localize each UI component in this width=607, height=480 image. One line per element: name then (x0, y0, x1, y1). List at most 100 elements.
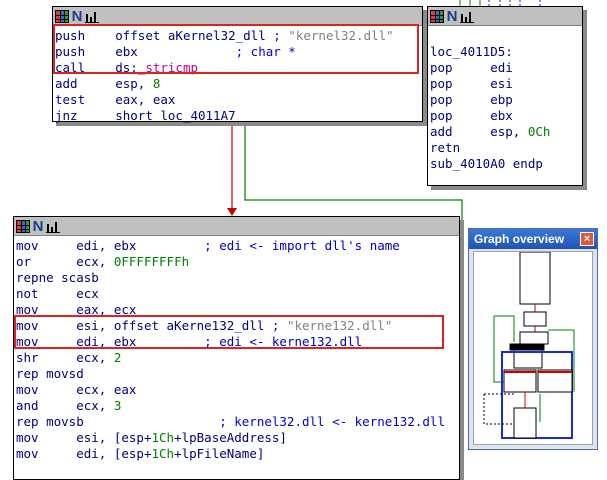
token-cmt: ; (264, 318, 287, 333)
chart-icon[interactable] (46, 219, 60, 233)
token-mn: rep movsb (16, 414, 84, 429)
block-header: N (14, 217, 459, 236)
token-op: ecx, eax (76, 382, 137, 397)
code-line[interactable]: mov esi, offset aKerne132_dll ; "kerne13… (16, 318, 459, 334)
grid-icon[interactable] (55, 9, 69, 23)
token-op: eax, eax (115, 92, 176, 107)
mini-node (513, 407, 537, 439)
token-mn: pop (430, 76, 491, 91)
code-line[interactable]: shr ecx, 2 (16, 350, 459, 366)
token-op: eax, ecx (76, 302, 137, 317)
code-line[interactable]: push ebx ; char * (55, 44, 422, 60)
code-line[interactable]: pop esi (430, 76, 582, 92)
graph-edges (227, 0, 541, 460)
close-icon[interactable]: × (580, 232, 594, 246)
code-line[interactable]: and ecx, 3 (16, 398, 459, 414)
token-num: 0Ch (527, 124, 551, 139)
mini-node (519, 331, 549, 345)
token-mn: or (16, 254, 77, 269)
code-line[interactable]: mov edi, ebx ; edi <- kerne132.dll (16, 334, 459, 350)
token-op: +lpBaseAddress] (174, 430, 287, 445)
block-header: N (428, 7, 582, 26)
code-line[interactable]: mov esi, [esp+1Ch+lpBaseAddress] (16, 430, 459, 446)
code-line[interactable]: mov ecx, eax (16, 382, 459, 398)
code-line[interactable]: repne scasb (16, 270, 459, 286)
token-mn: jnz (55, 108, 116, 123)
token-mn: mov (16, 430, 77, 445)
code-line[interactable]: or ecx, 0FFFFFFFFh (16, 254, 459, 270)
token-str: "kerne132.dll" (286, 318, 393, 333)
edge-arrowhead (227, 208, 237, 216)
code-line[interactable]: rep movsd (16, 366, 459, 382)
block-lines: push offset aKernel32_dll ; "kernel32.dl… (53, 26, 422, 126)
token-op: ds: (115, 60, 138, 75)
code-line[interactable]: mov edi, ebx ; edi <- import dll's name (16, 238, 459, 254)
code-line[interactable]: not ecx (16, 286, 459, 302)
code-line[interactable]: call ds:_stricmp (55, 60, 422, 76)
graph-overview-window[interactable]: Graph overview × (468, 228, 598, 450)
mini-node (519, 252, 551, 305)
grid-icon[interactable] (16, 219, 30, 233)
highlight-string-copy (14, 315, 444, 349)
token-op: edi, ebx (76, 238, 137, 253)
chart-icon[interactable] (85, 9, 99, 23)
token-cmt: ; char * (137, 44, 296, 59)
token-op: ecx, (76, 350, 114, 365)
token-mn: add (430, 124, 491, 139)
n-icon[interactable]: N (446, 7, 458, 25)
code-line[interactable]: mov edi, [esp+1Ch+lpFileName] (16, 446, 459, 462)
token-fn[interactable]: _stricmp (137, 60, 199, 75)
code-line[interactable]: pop ebx (430, 108, 582, 124)
n-icon[interactable]: N (71, 7, 83, 25)
code-line[interactable]: rep movsb ; kernel32.dll <- kerne132.dll (16, 414, 459, 430)
code-line[interactable]: loc_4011D5: (430, 44, 582, 60)
code-line[interactable]: push offset aKernel32_dll ; "kernel32.dl… (55, 28, 422, 44)
edge-top-right (459, 0, 481, 6)
token-mn: mov (16, 382, 77, 397)
graph-overview-titlebar[interactable]: Graph overview × (469, 229, 597, 249)
token-op: esi, [esp+ (76, 430, 152, 445)
mini-node (537, 369, 573, 393)
token-mn: pop (430, 60, 491, 75)
token-num: 1Ch (151, 446, 175, 461)
token-mn: mov (16, 446, 77, 461)
code-line[interactable] (430, 28, 582, 44)
token-mn: add (55, 76, 116, 91)
code-line[interactable]: test eax, eax (55, 92, 422, 108)
mini-node (513, 349, 543, 369)
token-cmt: ; kernel32.dll <- kerne132.dll (83, 414, 445, 429)
token-mn: mov (16, 318, 77, 333)
code-line[interactable]: mov eax, ecx (16, 302, 459, 318)
token-op: edi (490, 60, 513, 75)
token-mn: rep movsd (16, 366, 84, 381)
code-line[interactable]: pop ebp (430, 92, 582, 108)
token-mn: pop (430, 108, 491, 123)
graph-overview-title: Graph overview (474, 232, 565, 246)
token-mn: retn (430, 140, 461, 155)
token-num: 2 (113, 350, 122, 365)
chart-icon[interactable] (460, 9, 474, 23)
token-op: ebp (490, 92, 513, 107)
code-line[interactable]: add esp, 8 (55, 76, 422, 92)
code-line[interactable]: pop edi (430, 60, 582, 76)
grid-icon[interactable] (430, 9, 444, 23)
graph-overview-canvas[interactable] (473, 251, 593, 445)
token-op: ebx (490, 108, 513, 123)
n-icon[interactable]: N (32, 217, 44, 235)
mini-viewport (501, 351, 573, 439)
token-mn: shr (16, 350, 77, 365)
code-line[interactable]: jnz short loc_4011A7 (55, 108, 422, 124)
token-mn: mov (16, 238, 77, 253)
token-op: esp, (490, 124, 528, 139)
token-op: ebx (115, 44, 138, 59)
code-line[interactable]: sub_4010A0 endp (430, 156, 582, 172)
token-op: offset aKernel32_dll (115, 28, 266, 43)
edge-true-branch (244, 122, 463, 460)
token-op: short loc_4011A7 (115, 108, 236, 123)
token-mn: and (16, 398, 77, 413)
code-line[interactable]: add esp, 0Ch (430, 124, 582, 140)
code-line[interactable]: retn (430, 140, 582, 156)
